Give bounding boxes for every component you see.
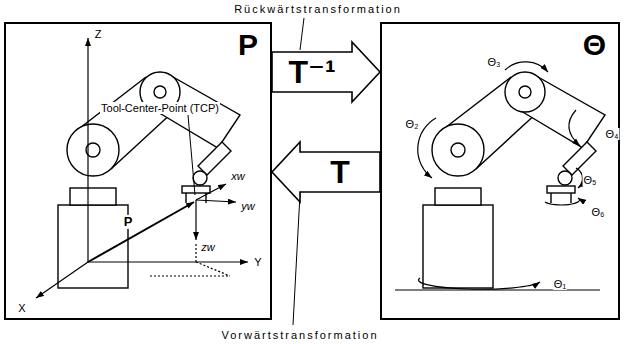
axis-label: Z xyxy=(94,28,103,40)
axis-label: X xyxy=(17,302,26,314)
axis-label: xw xyxy=(230,170,245,182)
block-arrow xyxy=(272,142,380,202)
coordinate-axes xyxy=(36,38,248,298)
axis-label: Y xyxy=(253,256,262,268)
transformation-name: Rückwärtstransformation xyxy=(233,3,403,15)
axis-label: Θ₃ xyxy=(486,56,501,68)
block-arrow xyxy=(272,42,380,102)
axis-label: Θ₅ xyxy=(583,174,598,186)
robot-figure xyxy=(58,72,240,288)
panel-symbol: P xyxy=(238,30,258,60)
transformation-name: Vorwärtstransformation xyxy=(220,329,379,341)
axis-label: zw xyxy=(200,241,215,253)
axis-label: Tool-Center-Point (TCP) xyxy=(100,102,220,114)
axis-label: yw xyxy=(240,200,255,212)
axis-label: Θ₁ xyxy=(553,278,567,290)
panel-symbol: Θ xyxy=(583,30,606,60)
robot-figure xyxy=(423,72,605,288)
transform-symbol: T xyxy=(330,156,350,188)
transform-symbol: T⁻¹ xyxy=(288,56,335,88)
axis-label: Θ₂ xyxy=(405,118,420,130)
axis-label: Θ₆ xyxy=(591,206,606,218)
axis-label: Θ₄ xyxy=(604,128,619,140)
axis-label: P xyxy=(123,215,134,229)
joint-rotation-arrows xyxy=(395,62,600,290)
